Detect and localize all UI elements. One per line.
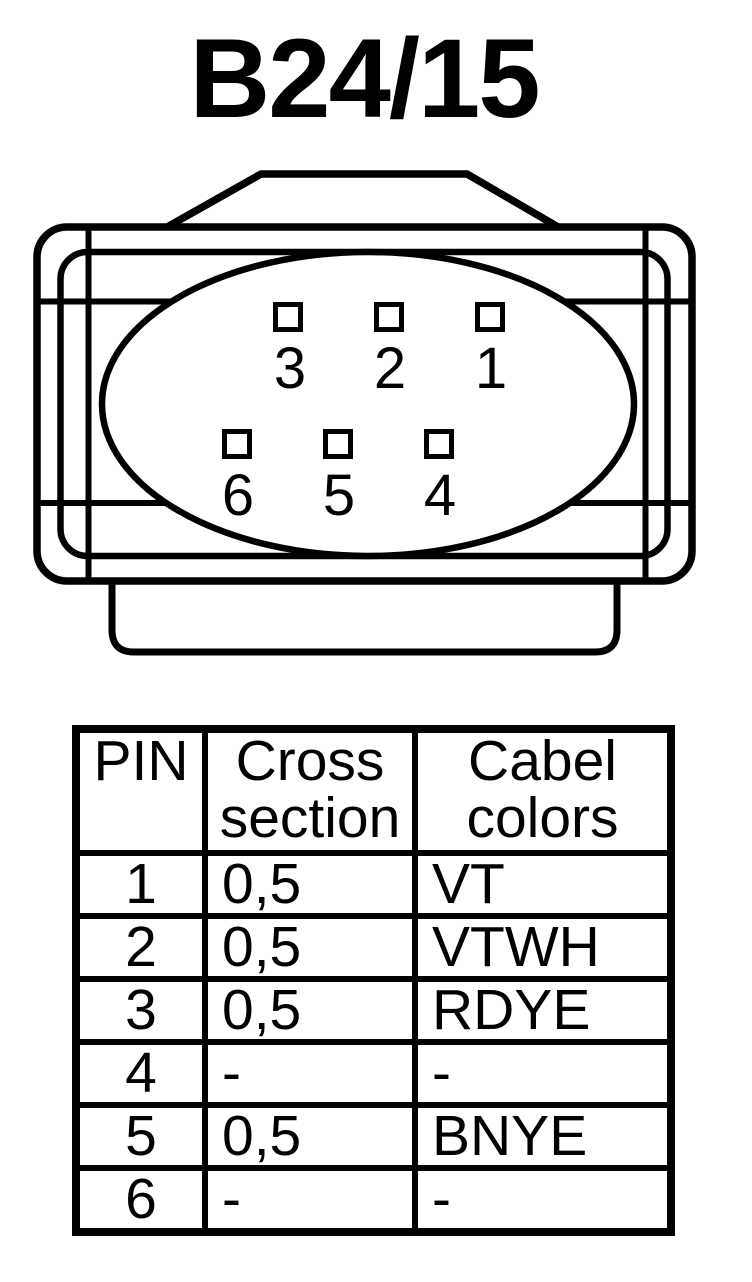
cell-cable-color: BNYE [412,1102,674,1171]
pin-label-3: 3 [274,336,306,401]
pin-label-5: 5 [323,463,355,528]
pin-label-2: 2 [374,336,406,401]
table-row: 6 - - [73,1165,674,1235]
table-row: 3 0,5 RDYE [73,976,674,1045]
cell-cross-section: 0,5 [202,1102,418,1171]
cell-pin: 6 [73,1165,208,1235]
table-row: 1 0,5 VT [73,850,674,919]
cell-pin: 4 [73,1039,208,1108]
cell-cable-color: VT [412,850,674,919]
pin-1-socket [475,302,505,332]
pin-label-1: 1 [475,336,507,401]
pin-table: PIN Cross section Cabel colors 1 0,5 VT … [72,725,675,1236]
pin-4-socket [424,429,454,459]
pin-label-6: 6 [222,463,254,528]
pin-2-socket [374,302,404,332]
connector-oval-face [98,248,638,560]
cell-pin: 1 [73,850,208,919]
connector-diagram: 3 2 1 6 5 4 [33,170,696,656]
table-row: 4 - - [73,1039,674,1108]
cell-cross-section: 0,5 [202,913,418,982]
cell-cable-color: VTWH [412,913,674,982]
page-title: B24/15 [189,16,540,141]
cell-cable-color: - [412,1039,674,1108]
cell-cross-section: - [202,1165,418,1235]
pin-table-header-row: PIN Cross section Cabel colors [73,726,674,856]
cell-pin: 2 [73,913,208,982]
pin-label-4: 4 [424,463,456,528]
header-cross-section: Cross section [202,726,418,856]
pin-6-socket [222,429,252,459]
pin-3-socket [273,302,303,332]
cell-cable-color: - [412,1165,674,1235]
cell-pin: 3 [73,976,208,1045]
pin-5-socket [323,429,353,459]
cell-cross-section: 0,5 [202,976,418,1045]
header-pin: PIN [73,726,208,856]
cell-pin: 5 [73,1102,208,1171]
cell-cross-section: 0,5 [202,850,418,919]
connector-key-trapezoid [156,170,569,235]
cell-cross-section: - [202,1039,418,1108]
table-row: 2 0,5 VTWH [73,913,674,982]
table-row: 5 0,5 BNYE [73,1102,674,1171]
cell-cable-color: RDYE [412,976,674,1045]
header-cable-colors: Cabel colors [412,726,674,856]
